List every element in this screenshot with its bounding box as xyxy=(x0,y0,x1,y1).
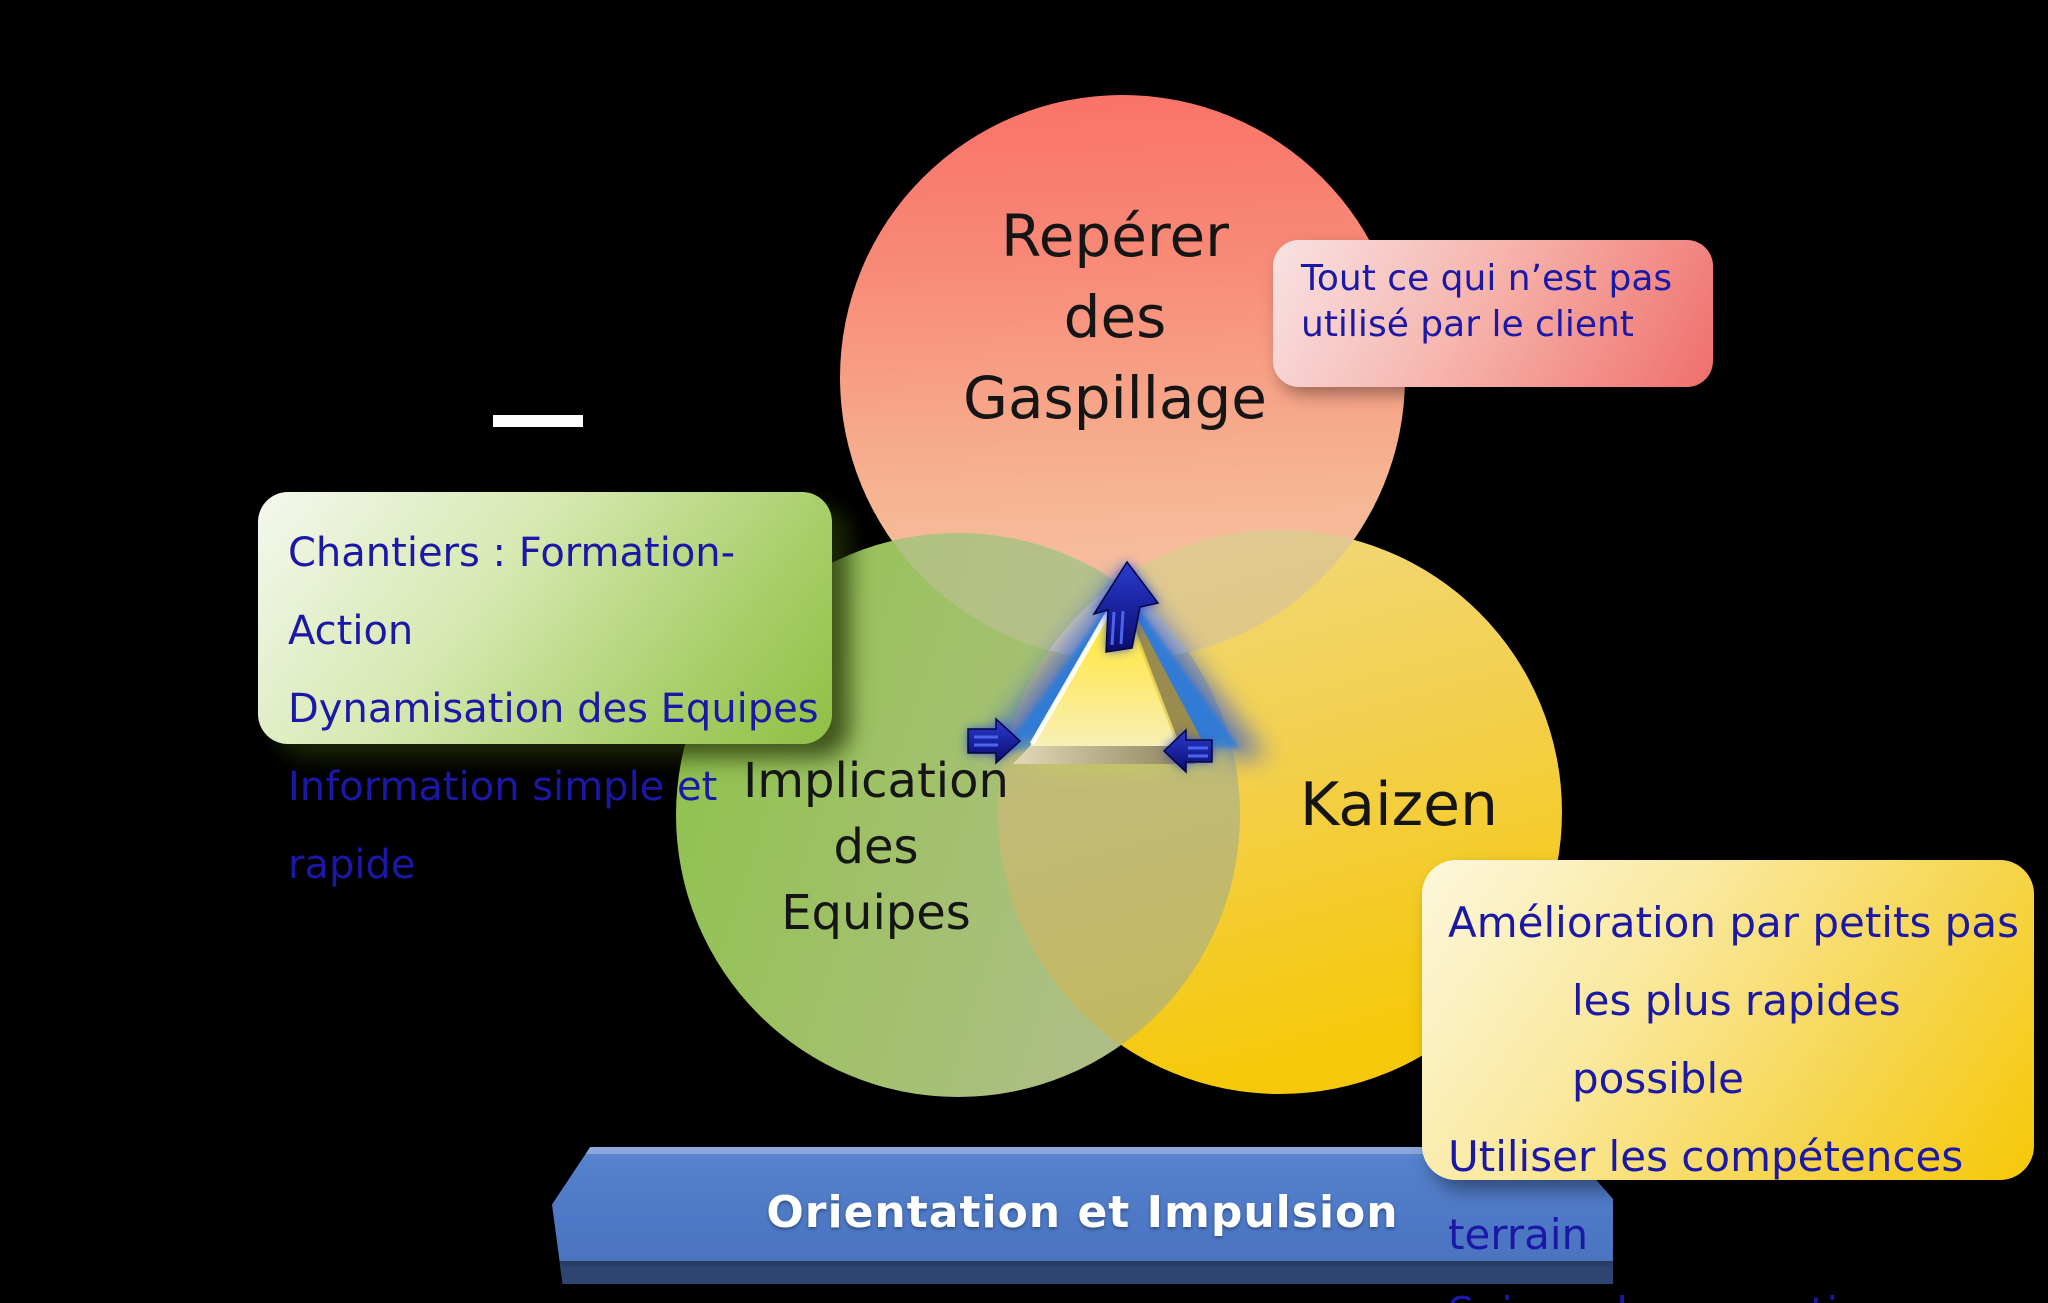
callout-kaizen: Amélioration par petits pas les plus rap… xyxy=(1422,860,2034,1303)
pyramid-with-arrows-icon xyxy=(967,560,1268,774)
white-dash xyxy=(493,415,583,427)
label-kaizen: Kaizen xyxy=(1249,772,1549,838)
banner-label: Orientation et Impulsion xyxy=(766,1187,1399,1238)
callout-gaspillage: Tout ce qui n’est pas utilisé par le cli… xyxy=(1273,240,1713,387)
callout-implication: Chantiers : Formation-Action Dynamisatio… xyxy=(258,492,832,888)
label-line: des xyxy=(833,819,919,875)
callout-line: Chantiers : Formation-Action xyxy=(288,530,736,654)
callout-line: Tout ce qui n’est pas xyxy=(1301,258,1673,299)
callout-line: Information simple et rapide xyxy=(288,764,718,888)
callout-line: utilisé par le client xyxy=(1301,304,1634,345)
label-line: Implication xyxy=(743,753,1009,809)
callout-line: Utiliser les compétences terrain xyxy=(1448,1132,1964,1259)
label-line: Kaizen xyxy=(1299,770,1499,840)
label-implication-equipes: Implication des Equipes xyxy=(676,748,1076,946)
label-line: Repérer xyxy=(1001,202,1229,270)
label-reperer-gaspillage: Repérer des Gaspillage xyxy=(865,196,1365,439)
callout-line: Amélioration par petits pas xyxy=(1448,898,2019,947)
callout-line: Dynamisation des Equipes xyxy=(288,686,819,732)
callout-line: les plus rapides possible xyxy=(1572,976,1901,1103)
label-line: Equipes xyxy=(781,885,971,941)
label-line: des xyxy=(1063,283,1167,351)
callout-line: Suivre chaque action décidée xyxy=(1448,1274,2034,1303)
label-line: Gaspillage xyxy=(963,364,1267,432)
